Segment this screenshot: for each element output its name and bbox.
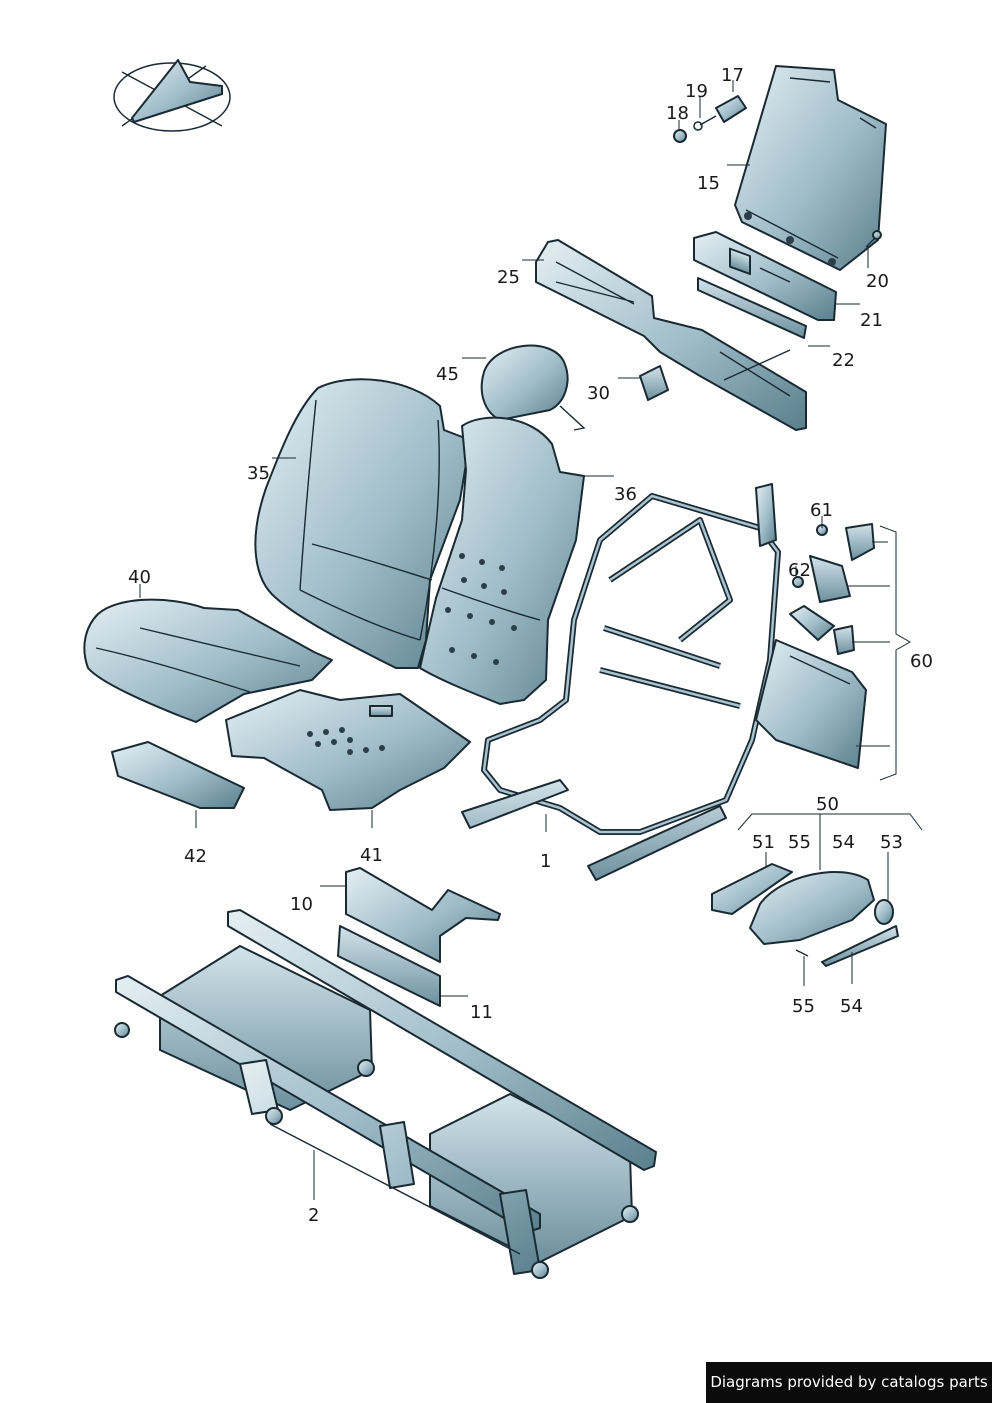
part-17-18-19-fasteners [673,95,747,143]
label-40: 40 [128,567,151,588]
part-42-extension-pad [111,741,245,809]
label-2: 2 [308,1205,319,1226]
label-15: 15 [697,173,720,194]
part-10-trim-panel [345,867,501,963]
credit-banner: Diagrams provided by catalogs parts [706,1362,992,1403]
label-22: 22 [832,350,855,371]
label-60: 60 [910,651,933,672]
part-35-backrest-cover [254,378,471,669]
label-20: 20 [866,271,889,292]
label-54-top: 54 [832,832,855,853]
callout-labels: 17 19 18 15 20 21 22 25 30 45 35 36 40 4… [128,65,933,1226]
part-45-headrest [480,344,586,431]
label-42: 42 [184,846,207,867]
label-36: 36 [614,484,637,505]
part-2-base-frame [114,909,657,1279]
label-54-bottom: 54 [840,996,863,1017]
part-30-clip [639,365,669,401]
label-53: 53 [880,832,903,853]
label-50: 50 [816,794,839,815]
label-11: 11 [470,1002,493,1023]
part-11-trim-strip [337,925,441,1007]
part-41-seat-foam [225,689,471,811]
label-41: 41 [360,845,383,866]
label-51: 51 [752,832,775,853]
label-18: 18 [666,103,689,124]
part-1-seat-frame [461,483,781,881]
label-55-top: 55 [788,832,811,853]
leader-lines [139,80,923,1200]
label-25: 25 [497,267,520,288]
label-61: 61 [810,500,833,521]
label-19: 19 [685,81,708,102]
label-45: 45 [436,364,459,385]
part-15-rear-panel [734,65,887,271]
label-1: 1 [540,851,551,872]
label-62: 62 [788,560,811,581]
part-60-adjuster-group [755,523,875,769]
label-30: 30 [587,383,610,404]
part-20-screw [865,230,882,248]
part-36-backrest-foam [419,416,585,705]
part-22-strip [697,277,807,339]
part-21-bracket [693,231,837,321]
part-40-seat-cushion-cover [83,598,333,723]
label-21: 21 [860,310,883,331]
label-10: 10 [290,894,313,915]
label-35: 35 [247,463,270,484]
part-25-crossbar [535,239,807,431]
label-17: 17 [721,65,744,86]
label-55-bottom: 55 [792,996,815,1017]
orientation-compass-icon [113,59,231,132]
part-50-armrest-group [711,863,899,967]
